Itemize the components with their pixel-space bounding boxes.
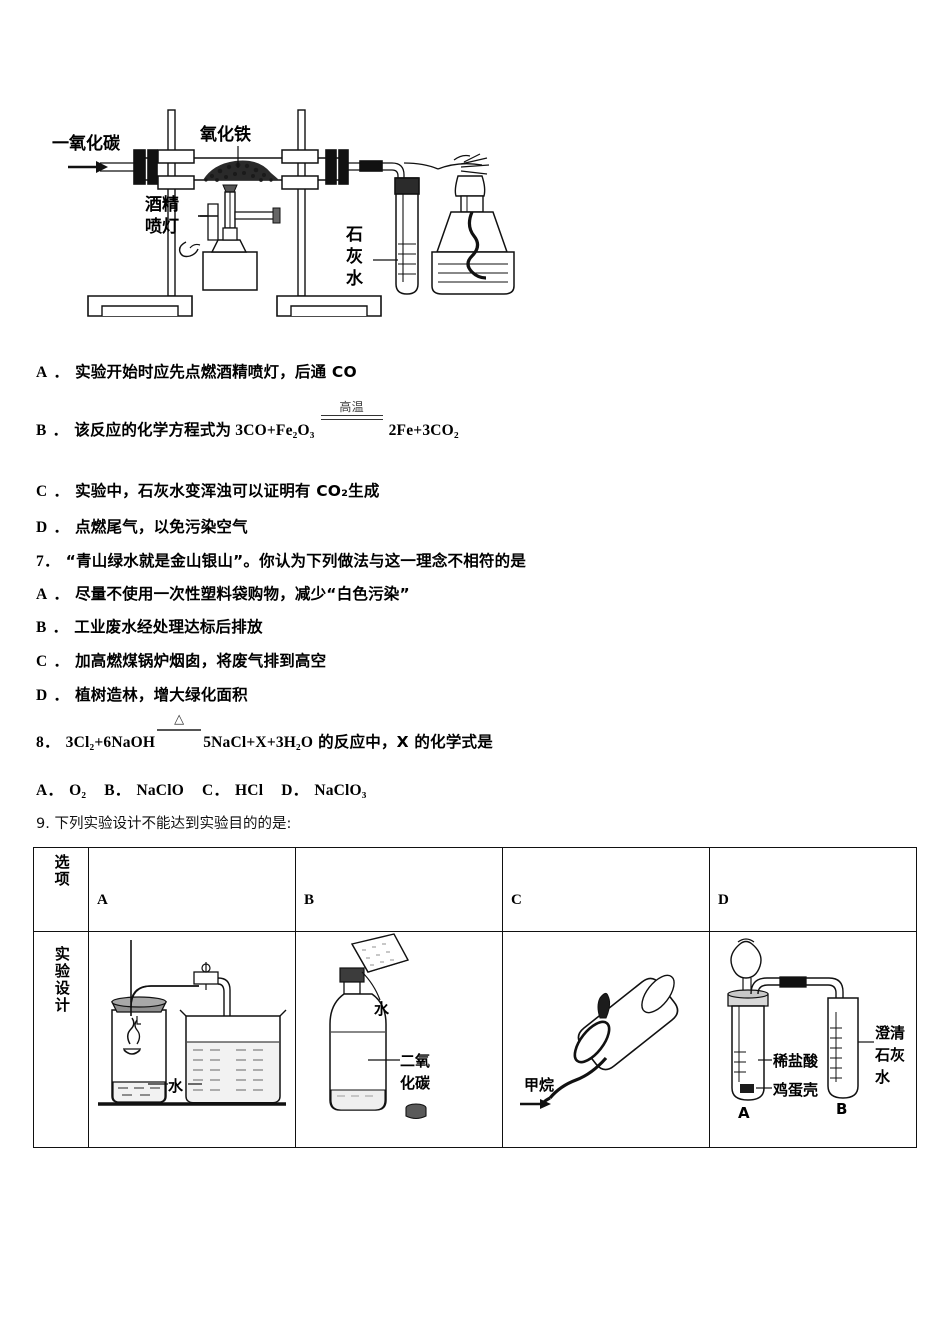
label-limewater-line3: 水 bbox=[875, 1068, 891, 1086]
q9-number: 9. bbox=[36, 816, 50, 832]
label-limewater-line2: 石灰 bbox=[874, 1046, 905, 1064]
q7-option-d-text: 植树造林，增大绿化面积 bbox=[75, 686, 248, 704]
q8-option-d-text: NaClO₃ bbox=[314, 782, 367, 799]
q7-option-b-letter: B bbox=[36, 619, 47, 636]
q6-option-c-text: 实验中，石灰水变浑浊可以证明有 CO₂生成 bbox=[75, 482, 380, 500]
q6-equation-right: 2Fe+3CO₂ bbox=[388, 422, 459, 439]
q7-number: 7． bbox=[36, 553, 60, 570]
q7-option-a: A．尽量不使用一次性塑料袋购物，减少“白色污染” bbox=[36, 585, 410, 603]
q6-option-c-letter: C bbox=[36, 483, 48, 500]
q8-option-c-text: HCl bbox=[235, 782, 264, 799]
label-limewater-char1: 石 bbox=[345, 225, 363, 245]
figure-burning-spoon-bottle-beaker: 水 bbox=[89, 932, 295, 1147]
col-letter-b: B bbox=[304, 892, 315, 908]
q6-option-c: C．实验中，石灰水变浑浊可以证明有 CO₂生成 bbox=[36, 482, 380, 500]
q6-option-d-text: 点燃尾气，以免污染空气 bbox=[75, 518, 248, 536]
figure-eggshell-hcl-limewater: 稀盐酸 鸡蛋壳 A B 澄清 石灰 水 bbox=[710, 932, 916, 1147]
table-header-row: 选项 A B C D bbox=[33, 847, 917, 932]
q7-option-a-text: 尽量不使用一次性塑料袋购物，减少“白色污染” bbox=[75, 585, 410, 603]
col-letter-c: C bbox=[511, 892, 522, 908]
table-header-col-c: C bbox=[502, 847, 710, 932]
figure-bottle-co2-water: 水 二氧 化碳 bbox=[296, 932, 502, 1147]
label-dilute-hcl: 稀盐酸 bbox=[773, 1052, 819, 1070]
table-header-col-a: A bbox=[88, 847, 296, 932]
label-methane: 甲烷 bbox=[524, 1076, 554, 1094]
label-iron-oxide: 氧化铁 bbox=[199, 124, 251, 145]
label-eggshell: 鸡蛋壳 bbox=[772, 1081, 818, 1099]
cell-experiment-d: 稀盐酸 鸡蛋壳 A B 澄清 石灰 水 bbox=[709, 931, 917, 1148]
q8-equation-left: 3Cl₂+6NaOH bbox=[65, 734, 156, 751]
label-water-b: 水 bbox=[374, 1000, 390, 1018]
q7-option-d-letter: D bbox=[36, 687, 48, 704]
label-co2-line1: 二氧 bbox=[400, 1052, 430, 1070]
table-header-col-d: D bbox=[709, 847, 917, 932]
row-label-options-cell: 选项 bbox=[33, 847, 89, 932]
experiment-design-table: 选项 A B C D 实验设计 bbox=[33, 847, 917, 1148]
q7-option-a-letter: A bbox=[36, 586, 48, 603]
q7-option-c: C．加高燃煤锅炉烟囱，将废气排到高空 bbox=[36, 652, 327, 670]
q7-stem: 7． “青山绿水就是金山银山”。你认为下列做法与这一理念不相符的是 bbox=[36, 549, 526, 571]
q8-option-a-text: O₂ bbox=[69, 782, 87, 799]
q9-stem-text: 下列实验设计不能达到实验目的的是: bbox=[54, 816, 292, 832]
q8-option-b-letter: B． bbox=[104, 782, 131, 799]
row-label-design-cell: 实验设计 bbox=[33, 931, 89, 1148]
q6-option-b-letter: B bbox=[36, 422, 47, 439]
q6-option-d: D．点燃尾气，以免污染空气 bbox=[36, 518, 248, 536]
cell-experiment-b: 水 二氧 化碳 bbox=[295, 931, 503, 1148]
q6-equation-left: 3CO+Fe₂O₃ bbox=[235, 422, 315, 439]
label-alcohol-blowtorch-line1: 酒精 bbox=[145, 194, 179, 215]
table-body-row: 实验设计 bbox=[33, 931, 917, 1148]
q8-option-c-letter: C． bbox=[201, 782, 230, 799]
q8-options-inline: A． O₂ B． NaClO C． HCl D． NaClO₃ bbox=[36, 778, 367, 800]
label-limewater-line1: 澄清 bbox=[875, 1024, 905, 1042]
label-carbon-monoxide: 一氧化碳 bbox=[52, 133, 121, 154]
q7-option-c-text: 加高燃煤锅炉烟囱，将废气排到高空 bbox=[75, 652, 327, 670]
label-co2-line2: 化碳 bbox=[400, 1074, 431, 1092]
col-letter-d: D bbox=[718, 892, 729, 908]
label-water-a: 水 bbox=[168, 1077, 184, 1095]
q9-stem: 9. 下列实验设计不能达到实验目的的是: bbox=[36, 812, 291, 833]
q8-option-d-letter: D． bbox=[281, 782, 309, 799]
q6-option-d-letter: D bbox=[36, 519, 48, 536]
q6-option-a-letter: A bbox=[36, 364, 48, 381]
q8-option-a-letter: A． bbox=[36, 782, 64, 799]
q8-number: 8． bbox=[36, 734, 60, 751]
label-limewater-char3: 水 bbox=[346, 268, 364, 289]
figure-methane-flame-inverted-beaker: 甲烷 bbox=[503, 932, 709, 1147]
row-label-design: 实验设计 bbox=[52, 946, 71, 1014]
label-alcohol-blowtorch-line2: 喷灯 bbox=[145, 217, 179, 237]
q7-option-b-text: 工业废水经处理达标后排放 bbox=[74, 618, 263, 636]
q6-option-b-text: 该反应的化学方程式为 bbox=[74, 421, 232, 439]
q6-reaction-condition: 高温 bbox=[315, 400, 389, 436]
q8-option-b-text: NaClO bbox=[136, 782, 184, 799]
q6-option-a: A．实验开始时应先点燃酒精喷灯，后通 CO bbox=[36, 363, 357, 381]
col-letter-a: A bbox=[97, 892, 108, 908]
q7-option-d: D．植树造林，增大绿化面积 bbox=[36, 686, 248, 704]
q7-stem-text: “青山绿水就是金山银山”。你认为下列做法与这一理念不相符的是 bbox=[65, 552, 527, 570]
cell-experiment-a: 水 bbox=[88, 931, 296, 1148]
q7-option-c-letter: C bbox=[36, 653, 48, 670]
q7-option-b: B．工业废水经处理达标后排放 bbox=[36, 618, 263, 636]
q8-reaction-condition: △ bbox=[155, 711, 203, 748]
co-reduction-apparatus-figure: 一氧化碳 氧化铁 酒精 喷灯 石 灰 水 bbox=[40, 92, 560, 327]
label-tube-a: A bbox=[738, 1104, 750, 1122]
row-label-options: 选项 bbox=[52, 854, 71, 888]
q8-equation-right: 5NaCl+X+3H₂O bbox=[203, 734, 314, 751]
q8-stem-tail: 的反应中，X 的化学式是 bbox=[318, 733, 493, 751]
cell-experiment-c: 甲烷 bbox=[502, 931, 710, 1148]
label-tube-b: B bbox=[836, 1100, 847, 1118]
table-header-col-b: B bbox=[295, 847, 503, 932]
label-limewater-char2: 灰 bbox=[346, 246, 363, 267]
q6-option-a-text: 实验开始时应先点燃酒精喷灯，后通 CO bbox=[75, 363, 357, 381]
